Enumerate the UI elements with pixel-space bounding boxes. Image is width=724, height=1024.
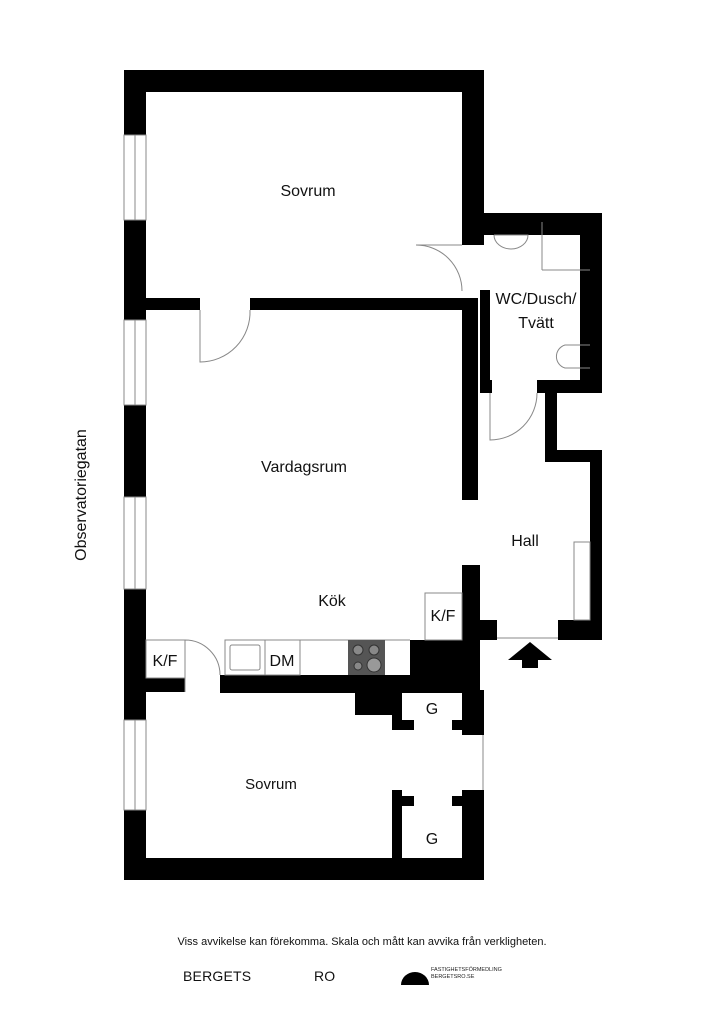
room-label-bathroom: WC/Dusch/	[496, 291, 577, 308]
dishwasher-label: DM	[270, 653, 295, 670]
windows	[123, 134, 147, 811]
disclaimer: Viss avvikelse kan förekomma. Skala och …	[177, 936, 547, 948]
room-label-living: Vardagsrum	[261, 459, 347, 476]
closet-label-bottom: G	[426, 831, 438, 848]
closet-label-top: G	[426, 701, 438, 718]
room-label-bedroom-bottom: Sovrum	[245, 776, 297, 793]
fridge-label-right: K/F	[431, 608, 456, 625]
logo-ro: RO	[314, 968, 336, 984]
room-label-bedroom-top: Sovrum	[280, 183, 335, 200]
entrance-arrow-icon	[508, 642, 552, 668]
stove	[348, 640, 385, 675]
logo-tagline-1: FASTIGHETSFÖRMEDLING	[431, 967, 502, 973]
logo-tagline-2: BERGETSRO.SE	[431, 974, 475, 980]
room-label-bathroom-2: Tvätt	[518, 315, 554, 332]
street-label: Observatoriegatan	[73, 429, 90, 561]
walls	[124, 70, 602, 880]
logo-semicircle-icon	[401, 972, 429, 985]
fixtures	[145, 222, 591, 679]
room-label-hall: Hall	[511, 533, 539, 550]
logo-bergets: BERGETS	[183, 968, 252, 984]
room-label-kitchen: Kök	[318, 593, 347, 610]
fridge-label-left: K/F	[153, 653, 178, 670]
